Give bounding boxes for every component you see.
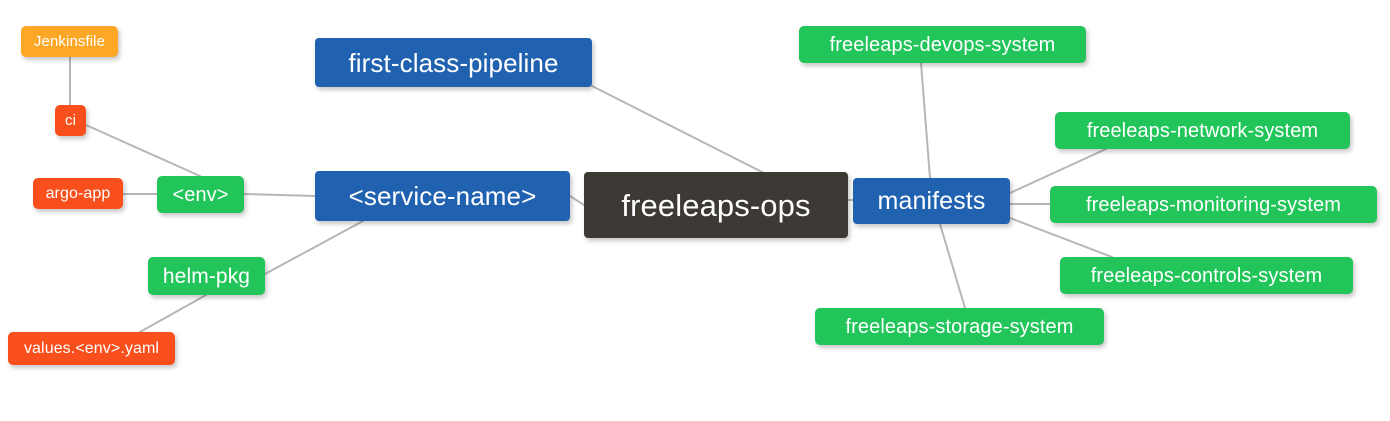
edge-root-to-service xyxy=(569,195,585,206)
node-devops[interactable]: freeleaps-devops-system xyxy=(799,26,1086,63)
node-monitoring[interactable]: freeleaps-monitoring-system xyxy=(1050,186,1377,223)
edge-manifests-to-network xyxy=(1009,148,1107,194)
node-network[interactable]: freeleaps-network-system xyxy=(1055,112,1350,149)
node-values[interactable]: values.<env>.yaml xyxy=(8,332,175,365)
node-jenkinsfile[interactable]: Jenkinsfile xyxy=(21,26,118,57)
node-argoapp[interactable]: argo-app xyxy=(33,178,123,209)
node-ci[interactable]: ci xyxy=(55,105,86,136)
node-helm[interactable]: helm-pkg xyxy=(148,257,265,295)
node-pipeline[interactable]: first-class-pipeline xyxy=(315,38,592,87)
edge-service-to-helm xyxy=(264,220,364,275)
edge-service-to-env xyxy=(243,193,316,197)
node-storage[interactable]: freeleaps-storage-system xyxy=(815,308,1104,345)
node-service[interactable]: <service-name> xyxy=(315,171,570,221)
node-controls[interactable]: freeleaps-controls-system xyxy=(1060,257,1353,294)
edge-helm-to-values xyxy=(139,294,207,333)
node-root[interactable]: freeleaps-ops xyxy=(584,172,848,238)
edge-root-to-pipeline xyxy=(591,85,763,173)
edge-manifests-to-devops xyxy=(920,62,931,179)
edge-manifests-to-storage xyxy=(939,223,966,309)
edge-env-to-ci xyxy=(85,124,201,177)
edge-manifests-to-controls xyxy=(1009,217,1113,258)
node-env[interactable]: <env> xyxy=(157,176,244,213)
node-manifests[interactable]: manifests xyxy=(853,178,1010,224)
